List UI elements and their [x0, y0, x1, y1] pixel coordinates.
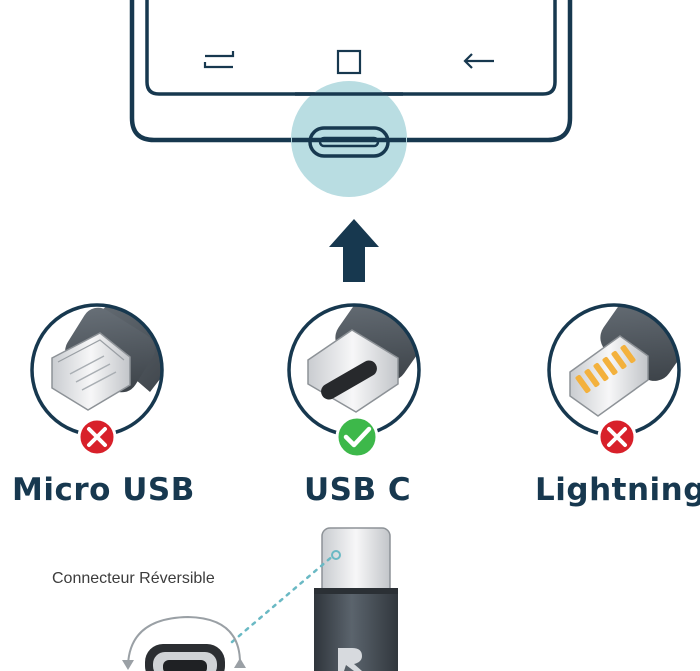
usb-c-port: [291, 81, 407, 197]
usb-c-cable: [314, 527, 398, 671]
label-micro-usb: Micro USB: [12, 472, 195, 508]
label-usb-c: USB C: [304, 472, 412, 508]
reversible-connector: [122, 615, 246, 671]
cross-icon: [77, 417, 117, 457]
rotate-arrows-icon: [127, 615, 241, 666]
lightning-illustration: [547, 303, 681, 437]
callout-dotted-line: [230, 553, 336, 644]
up-arrow-icon: [329, 219, 379, 282]
label-lightning: Lightning: [535, 472, 700, 508]
recent-apps-icon[interactable]: [203, 51, 235, 69]
check-icon: [335, 415, 379, 459]
cross-icon: [597, 417, 637, 457]
usb-c-illustration: [287, 303, 421, 437]
home-icon[interactable]: [336, 49, 362, 75]
micro-usb-illustration: [30, 303, 164, 437]
back-icon[interactable]: [463, 53, 494, 69]
reversible-connector-label: Connecteur Réversible: [52, 570, 215, 587]
